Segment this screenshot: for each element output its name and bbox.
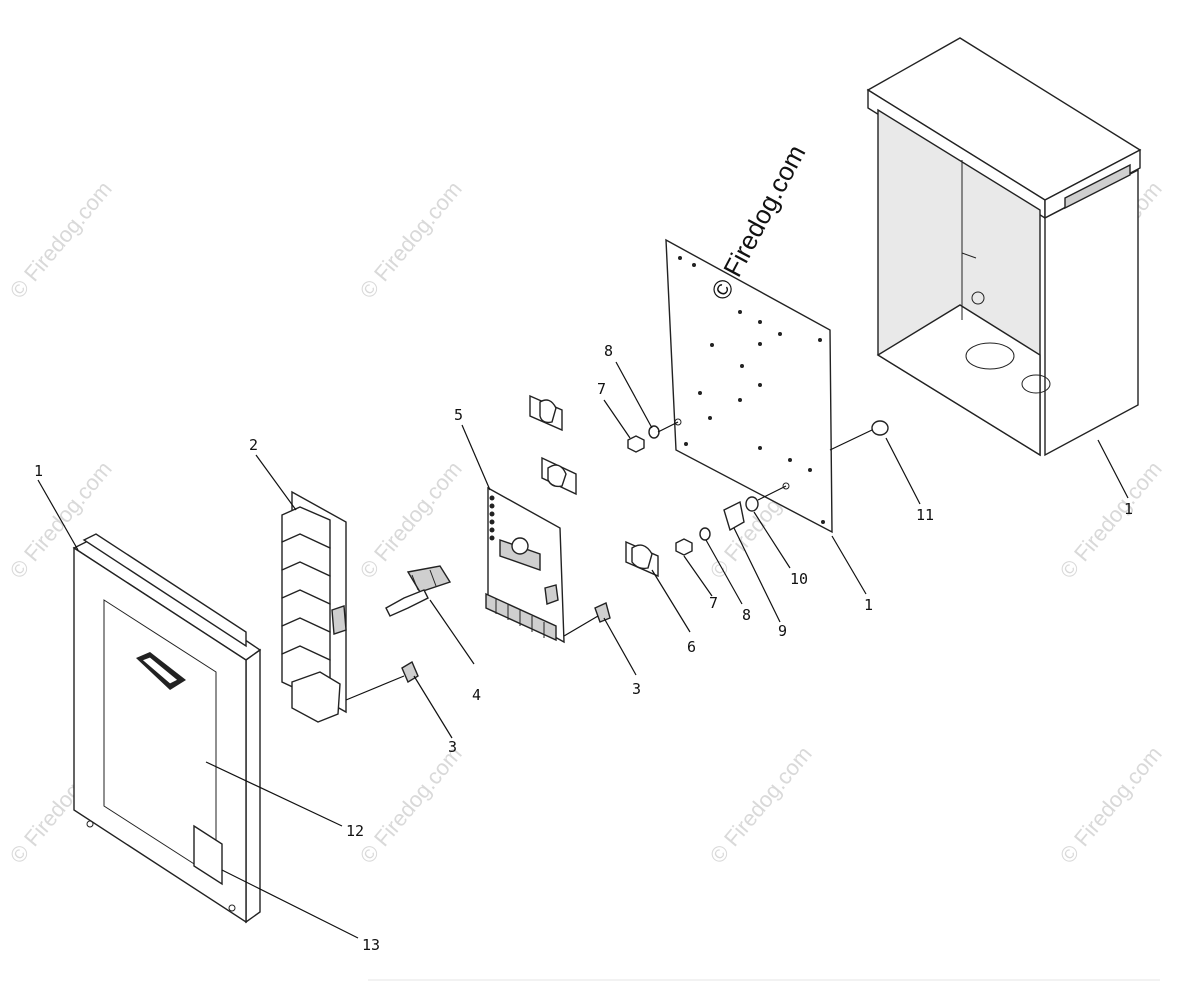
- callout-8-upper: 8: [604, 342, 613, 360]
- watermark-tile: © Firedog.com: [5, 176, 117, 303]
- callout-10: 10: [790, 570, 808, 588]
- circuit-board: [485, 486, 565, 644]
- callout-2: 2: [249, 436, 258, 454]
- leader-lines: [37, 361, 1129, 939]
- mounting-plate: [665, 238, 833, 534]
- callout-5: 5: [454, 406, 463, 424]
- callout-8-lower: 8: [742, 606, 751, 624]
- callout-7-lower: 7: [709, 594, 718, 612]
- callout-1-enclosure: 1: [1124, 500, 1133, 518]
- connector-right: [563, 602, 611, 637]
- callout-1-mounting-plate: 1: [864, 596, 873, 614]
- brand-logo: [136, 652, 186, 690]
- watermark-tile: © Firedog.com: [355, 741, 467, 868]
- relay-strip: [281, 490, 347, 723]
- callout-labels: 1 2 3 4 5 3 6 7 8 7 8 9 10 1 11 1 12 13: [34, 342, 1133, 954]
- watermark-tile: © Firedog.com: [705, 741, 817, 868]
- callout-12: 12: [346, 822, 364, 840]
- wire-harness: [385, 565, 452, 617]
- callout-1-front-cover: 1: [34, 462, 43, 480]
- front-cover: [72, 533, 262, 924]
- callout-4: 4: [472, 686, 481, 704]
- callout-9: 9: [778, 622, 787, 640]
- watermark-tile: © Firedog.com: [1055, 456, 1167, 583]
- callout-11: 11: [916, 506, 934, 524]
- callout-7-upper: 7: [597, 380, 606, 398]
- firedog-watermark: © Firedog.com: [705, 140, 812, 305]
- connector-left: [345, 660, 419, 701]
- watermark-tile: © Firedog.com: [355, 176, 467, 303]
- callout-3-right: 3: [632, 680, 641, 698]
- callout-6: 6: [687, 638, 696, 656]
- mounting-clips: [529, 394, 659, 578]
- enclosure-box: [866, 37, 1142, 457]
- callout-3-left: 3: [448, 738, 457, 756]
- hardware-nuts-washers: [627, 420, 889, 556]
- watermark-tile: © Firedog.com: [1055, 741, 1167, 868]
- callout-13: 13: [362, 936, 380, 954]
- watermark-tile: © Firedog.com: [355, 456, 467, 583]
